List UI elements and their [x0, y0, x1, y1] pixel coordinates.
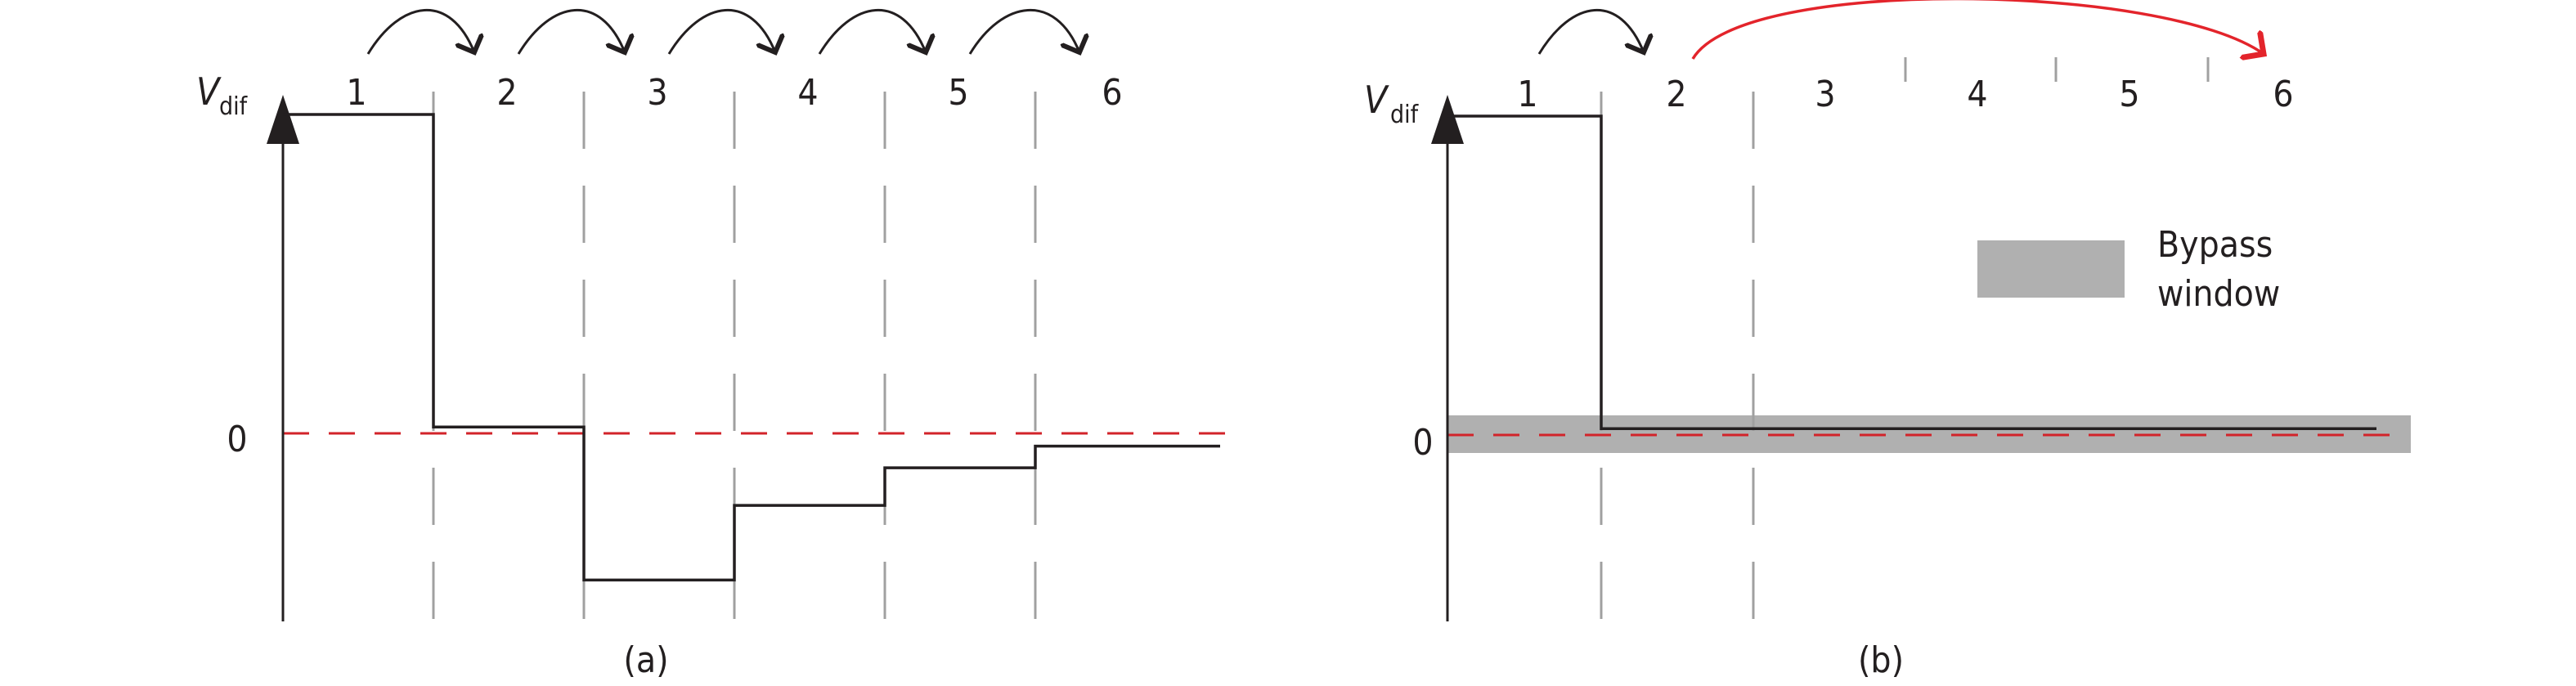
hop-arrow-icon [366, 8, 474, 54]
panel-b: V dif 0 1 2 3 4 5 6 Bypass window (b) [1364, 0, 2411, 681]
zero-label: 0 [1412, 422, 1433, 464]
y-axis-arrow-icon [267, 95, 299, 144]
stage-label-6: 6 [1102, 72, 1122, 114]
y-axis-arrow-icon [1431, 95, 1464, 144]
stage-label-4: 4 [797, 72, 818, 114]
bypass-skip-arrow-icon [1691, 0, 2264, 59]
stage-label-1: 1 [1517, 74, 1537, 115]
hop-arrow-icon [968, 8, 1079, 54]
legend-swatch [1977, 240, 2125, 298]
stage-labels: 1 2 3 4 5 6 [346, 72, 1122, 114]
stage-label-2: 2 [1666, 74, 1686, 115]
stage-labels: 1 2 3 4 5 6 [1517, 74, 2293, 115]
caption-b: (b) [1858, 639, 1904, 681]
legend-label-line2: window [2157, 273, 2280, 315]
panel-a: V dif 0 1 2 3 4 5 6 (a) [196, 8, 1240, 681]
hop-arrow-icon [818, 8, 926, 54]
stage-label-6: 6 [2273, 74, 2293, 115]
vdif-step-waveform [283, 113, 1220, 582]
y-axis-label: V [1364, 78, 1389, 122]
y-axis-label-sub: dif [219, 92, 249, 121]
vdif-step-waveform [1447, 114, 2376, 430]
stage-label-5: 5 [2119, 74, 2139, 115]
stage-label-3: 3 [647, 72, 667, 114]
stage-label-2: 2 [496, 72, 517, 114]
y-axis-label-sub: dif [1390, 101, 1420, 129]
stage-label-3: 3 [1815, 74, 1835, 115]
stage-label-1: 1 [346, 72, 366, 114]
stage-label-5: 5 [948, 72, 968, 114]
zero-label: 0 [227, 419, 247, 460]
caption-a: (a) [623, 639, 668, 681]
hop-arrow-icon [517, 8, 625, 54]
hop-arrow-icon [1537, 8, 1644, 54]
legend-label-line1: Bypass [2157, 224, 2273, 266]
stage-label-4: 4 [1967, 74, 1987, 115]
y-axis-label: V [196, 69, 222, 114]
hop-arrow-icon [667, 8, 775, 54]
